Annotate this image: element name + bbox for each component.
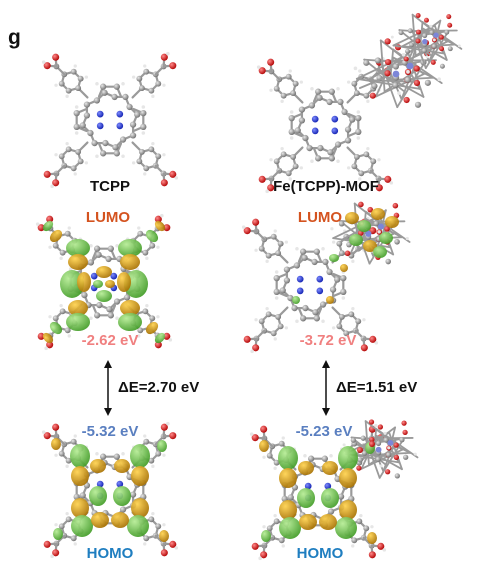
fe-tcpp-mof-structure-model (256, 13, 463, 194)
tcpp-gap-arrow (104, 360, 112, 416)
mof-lumo-label: LUMO (298, 209, 342, 226)
tcpp-structure-model (41, 51, 179, 189)
tcpp-structure-label: TCPP (90, 178, 130, 195)
tcpp-gap-label: ΔE=2.70 eV (118, 379, 199, 396)
mof-homo-energy: -5.23 eV (296, 423, 353, 440)
tcpp-lumo-label: LUMO (86, 209, 130, 226)
mof-gap-label: ΔE=1.51 eV (336, 379, 417, 396)
mof-structure-label: Fe(TCPP)-MOF (273, 178, 379, 195)
mof-homo-label: HOMO (297, 545, 344, 562)
fe-tcpp-mof-lumo-orbital-plot (241, 201, 411, 354)
tcpp-homo-orbital-plot (41, 421, 179, 559)
mof-gap-arrow (322, 360, 330, 416)
tcpp-lumo-energy: -2.62 eV (82, 332, 139, 349)
tcpp-homo-energy: -5.32 eV (82, 423, 139, 440)
fe-tcpp-mof-homo-orbital-plot (249, 419, 419, 561)
panel-letter: g (8, 26, 21, 49)
mof-lumo-energy: -3.72 eV (300, 332, 357, 349)
tcpp-homo-label: HOMO (87, 545, 134, 562)
tcpp-lumo-orbital-plot (35, 213, 173, 351)
